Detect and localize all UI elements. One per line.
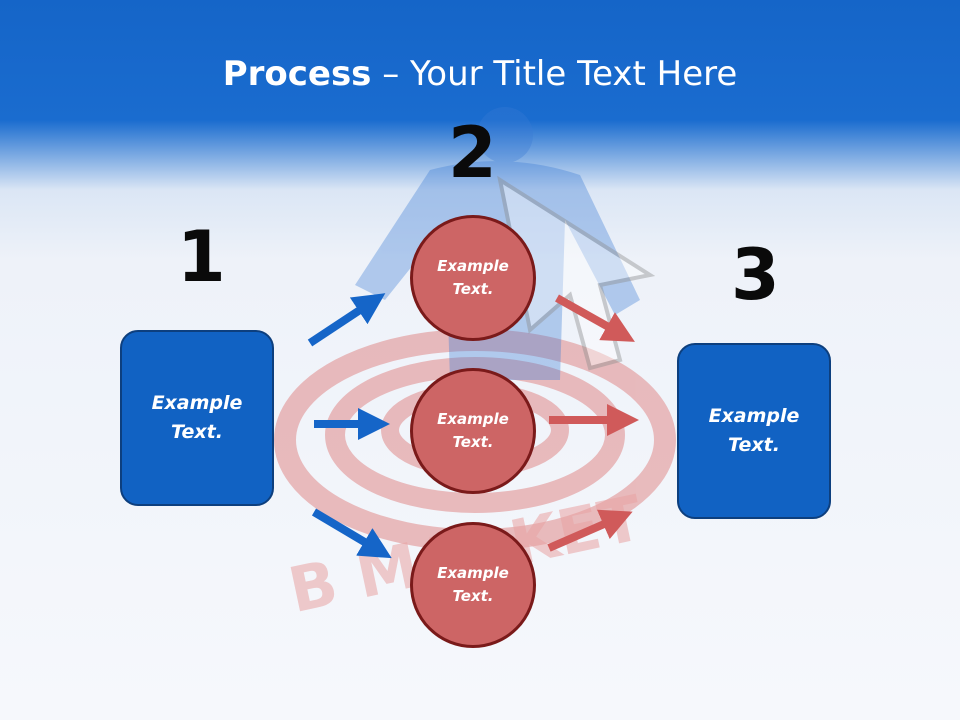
title-bold: Process xyxy=(222,54,372,94)
bottom-circle[interactable]: Example Text. xyxy=(410,522,536,648)
top-circle[interactable]: Example Text. xyxy=(410,215,536,341)
right-text-box[interactable]: Example Text. xyxy=(677,343,831,519)
middle-circle[interactable]: Example Text. xyxy=(410,368,536,494)
bottom-circle-label: Example Text. xyxy=(437,564,509,605)
step-number-1: 1 xyxy=(177,216,226,298)
right-box-label: Example Text. xyxy=(708,405,800,456)
left-box-label: Example Text. xyxy=(151,392,243,443)
cursor-graphic xyxy=(497,175,656,371)
step-number-3: 3 xyxy=(731,234,780,316)
left-text-box[interactable]: Example Text. xyxy=(120,330,274,506)
page-title: Process – Your Title Text Here xyxy=(0,52,960,96)
middle-circle-label: Example Text. xyxy=(437,410,509,451)
top-circle-label: Example Text. xyxy=(437,257,509,298)
step-number-2: 2 xyxy=(448,112,497,194)
title-rest: – Your Title Text Here xyxy=(371,54,738,94)
